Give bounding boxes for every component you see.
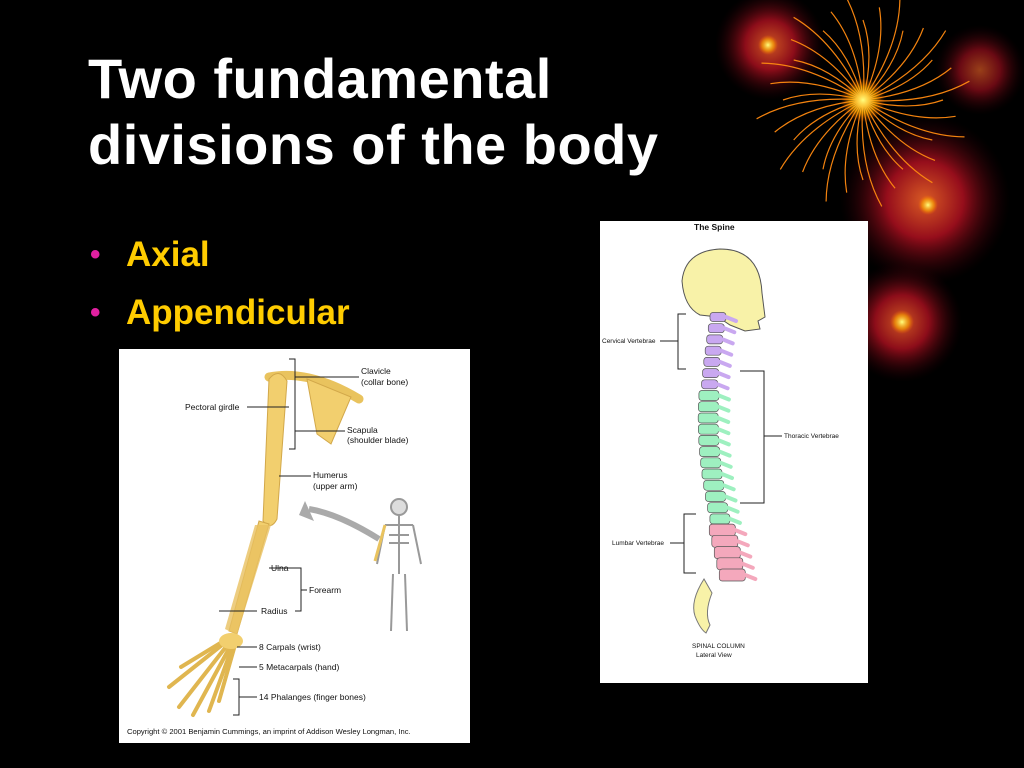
vertebra (703, 357, 721, 367)
lumbar-label: Lumbar Vertebrae (612, 540, 664, 547)
hand-bones (167, 637, 237, 717)
vertebra (698, 390, 720, 401)
spinous-process (716, 427, 731, 436)
spinous-process (740, 561, 755, 570)
spinous-process (716, 393, 731, 402)
humerus-bone (262, 373, 288, 526)
skull (681, 248, 766, 332)
metacarpals-label: 5 Metacarpals (hand) (259, 662, 339, 672)
spinous-process (743, 573, 758, 581)
vertebra (709, 312, 727, 322)
spinous-process (715, 382, 730, 391)
vertebra (707, 323, 725, 334)
bullet-item-appendicular: • Appendicular (90, 284, 350, 342)
vertebra (718, 568, 746, 582)
vertebra (698, 423, 719, 435)
region-brackets (660, 313, 782, 574)
arm-skeleton-figure: Clavicle (collar bone) Pectoral girdle S… (119, 349, 470, 743)
vertebra (713, 546, 741, 559)
pointer-arrow (308, 506, 381, 542)
spinous-process (716, 416, 731, 424)
bullet-text: Appendicular (126, 293, 350, 332)
ulna-label: Ulna (271, 563, 289, 573)
vertebra (701, 468, 723, 480)
vertebra (702, 368, 719, 378)
spinous-process (738, 550, 753, 559)
spinous-process (716, 371, 731, 380)
phalanges-label: 14 Phalanges (finger bones) (259, 692, 366, 702)
clavicle-label: Clavicle (361, 366, 391, 376)
spinous-process (718, 460, 733, 469)
scapula-sub-label: (shoulder blade) (347, 435, 409, 445)
bullet-item-axial: • Axial (90, 226, 350, 284)
spinous-process (716, 438, 731, 447)
arm-skeleton-illustration: Clavicle (collar bone) Pectoral girdle S… (127, 358, 422, 736)
spine-caption-line-2: Lateral View (696, 652, 732, 659)
radius-label: Radius (261, 606, 287, 616)
radius-bone (225, 525, 271, 635)
copyright-text: Copyright © 2001 Benjamin Cummings, an i… (127, 727, 411, 736)
label-leader-lines (219, 358, 359, 716)
bullet-dot-icon: • (90, 296, 101, 329)
spinous-process (720, 472, 734, 480)
spinous-process (719, 348, 734, 357)
sacrum-coccyx (693, 578, 713, 634)
spinous-process (717, 359, 732, 368)
vertebra (707, 502, 728, 514)
thoracic-label: Thoracic Vertebrae (784, 433, 839, 440)
slide-title: Two fundamental divisions of the body (88, 46, 828, 178)
bullet-text: Axial (126, 235, 210, 274)
vertebral-column (697, 312, 758, 582)
scapula-bone (306, 378, 352, 445)
forearm-label: Forearm (309, 585, 341, 595)
carpals-bone (219, 633, 243, 649)
fireworks-decoration (715, 0, 1024, 382)
spinous-process (720, 337, 735, 346)
spinous-process (723, 494, 738, 503)
vertebra (716, 557, 744, 571)
spinous-process (722, 326, 737, 335)
spinous-process (717, 449, 732, 458)
vertebra (701, 379, 718, 390)
vertebra (706, 334, 724, 345)
spinous-process (716, 404, 731, 413)
vertebra (699, 446, 720, 457)
vertebra (709, 513, 731, 525)
vertebra (703, 479, 725, 491)
pectoral-girdle-label: Pectoral girdle (185, 402, 240, 412)
vertebra (708, 523, 736, 537)
vertebra (711, 534, 739, 548)
spinous-process (735, 539, 750, 548)
title-line-2: divisions of the body (88, 113, 659, 176)
title-line-1: Two fundamental (88, 47, 552, 110)
vertebra (698, 435, 720, 446)
vertebra (704, 345, 722, 356)
spinous-process (724, 315, 738, 323)
spinous-process (721, 483, 736, 492)
humerus-sub-label: (upper arm) (313, 481, 358, 491)
bullet-list: • Axial • Appendicular (90, 226, 350, 342)
cervical-label: Cervical Vertebrae (602, 338, 656, 345)
spine-caption-line-1: SPINAL COLUMN (692, 643, 745, 650)
vertebra (697, 412, 719, 424)
spinous-process (733, 528, 748, 537)
spinous-process (727, 516, 742, 525)
mini-skeleton (376, 498, 422, 632)
vertebra (705, 491, 726, 502)
clavicle-sub-label: (collar bone) (361, 377, 408, 387)
carpals-label: 8 Carpals (wrist) (259, 642, 321, 652)
mini-skeleton-arm-highlight (373, 524, 387, 562)
vertebra (698, 401, 719, 413)
spine-title: The Spine (694, 222, 735, 232)
bullet-dot-icon: • (90, 238, 101, 271)
spinous-process (725, 505, 740, 514)
arrow-head-icon (299, 501, 314, 521)
spine-illustration: The Spine Cervical Vertebrae Thoracic Ve… (602, 222, 839, 659)
vertebra (700, 457, 722, 469)
humerus-label: Humerus (313, 470, 347, 480)
scapula-label: Scapula (347, 425, 378, 435)
spine-figure: The Spine Cervical Vertebrae Thoracic Ve… (600, 221, 868, 683)
